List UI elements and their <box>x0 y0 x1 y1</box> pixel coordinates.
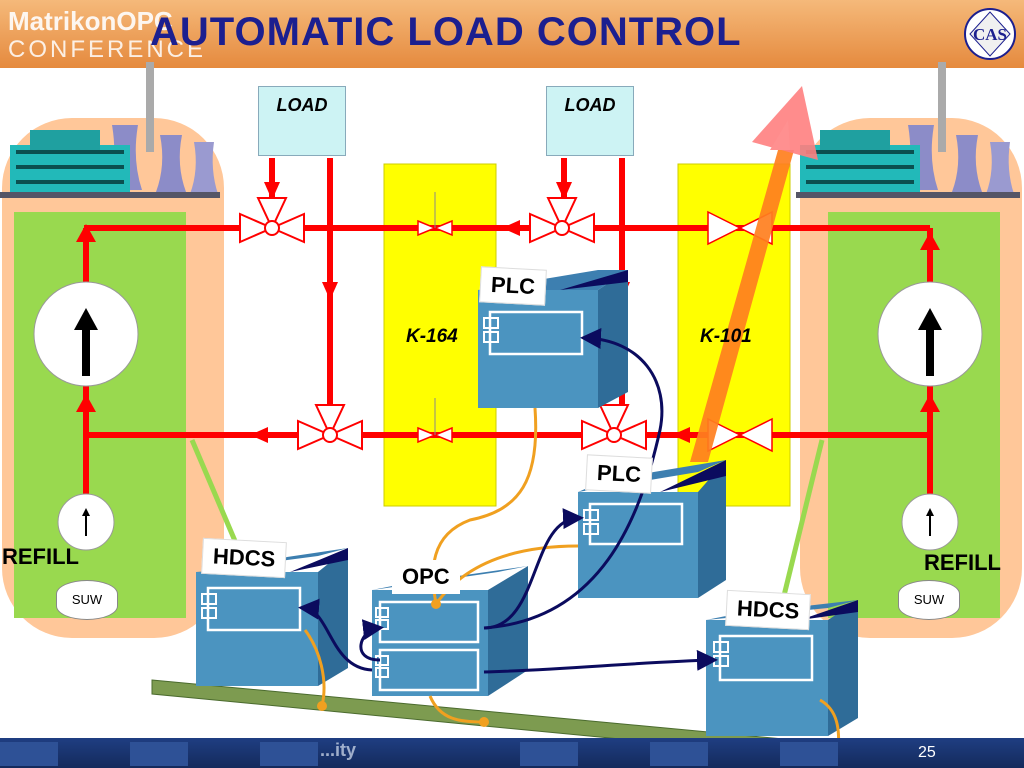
suw-right-tank: SUW <box>898 580 960 620</box>
valve-3way-1 <box>239 197 305 244</box>
suw-left-tank: SUW <box>56 580 118 620</box>
green-link-right <box>777 439 825 613</box>
refill-pump-left-icon <box>57 493 115 551</box>
load-increase-arrow-icon <box>690 86 818 462</box>
valve-3way-3 <box>297 404 363 451</box>
cas-badge-icon: CAS <box>964 8 1016 60</box>
footer-tile <box>520 742 578 766</box>
column-k101-label: K-101 <box>700 326 752 347</box>
column-k164 <box>383 163 497 507</box>
plc-bottom-label: PLC <box>585 454 653 494</box>
footer-bar: ...ity 25 <box>0 738 1024 768</box>
footer-tile <box>780 742 838 766</box>
communication-links <box>298 328 718 674</box>
pump-right-icon <box>877 281 983 387</box>
valve-3way-4 <box>581 404 647 451</box>
load-left-box: LOAD <box>258 86 346 156</box>
hdcs-right-device <box>706 600 858 736</box>
footer-tile <box>130 742 188 766</box>
page-title: AUTOMATIC LOAD CONTROL <box>150 10 742 54</box>
hdcs-left-label: HDCS <box>201 537 288 579</box>
refill-left-label: REFILL <box>2 544 79 569</box>
page-number: 25 <box>918 744 936 761</box>
power-plant-right-icon <box>796 62 1020 198</box>
footer-text: ...ity <box>320 740 357 760</box>
plc-top-device <box>478 270 628 408</box>
cas-badge-text: CAS <box>973 25 1007 44</box>
flow-arrowheads <box>76 182 940 443</box>
refill-right-label: REFILL <box>924 550 1001 575</box>
logo-subtitle: CONFERENCE <box>8 36 207 63</box>
column-k164-label: K-164 <box>406 326 458 347</box>
valve-3way-2 <box>529 197 595 244</box>
footer-tile <box>0 742 58 766</box>
header-banner: MatrikonOPC CONFERENCE CAS <box>0 0 1024 68</box>
hdcs-right-label: HDCS <box>725 589 812 631</box>
power-plant-left-icon <box>0 62 220 198</box>
refill-pump-right-icon <box>901 493 959 551</box>
load-right-box: LOAD <box>546 86 634 156</box>
logo-text: MatrikonOPC <box>8 6 173 36</box>
opc-label: OPC <box>392 560 460 594</box>
footer-tile <box>650 742 708 766</box>
footer-tile <box>260 742 318 766</box>
pump-left-icon <box>33 281 139 387</box>
plc-top-label: PLC <box>479 266 547 306</box>
green-link-left <box>189 439 241 549</box>
